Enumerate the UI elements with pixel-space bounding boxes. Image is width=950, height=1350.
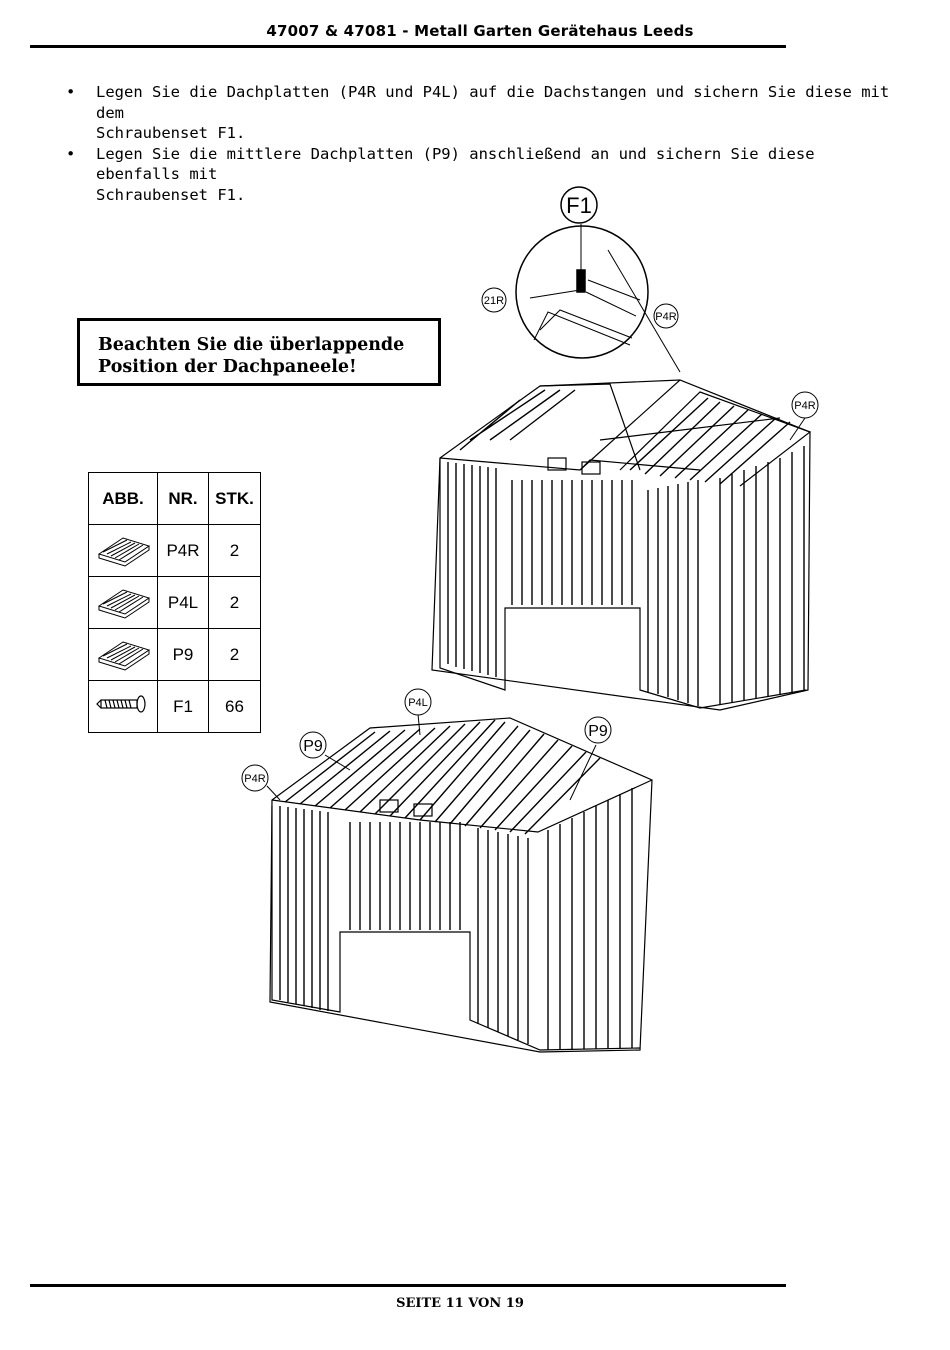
footer-rule — [30, 1284, 786, 1287]
callout-shed2-left-upper: P9 — [299, 731, 351, 771]
callout-detail: F1 — [560, 186, 598, 224]
callout-shed2-left: P4R — [241, 764, 281, 801]
callout-label: 21R — [484, 295, 504, 307]
detail-view — [515, 224, 681, 373]
instruction-line: Schraubenset F1. — [96, 185, 246, 204]
instruction-line: Legen Sie die Dachplatten (P4R und P4L) … — [96, 83, 890, 122]
callout-label: P9 — [588, 723, 608, 740]
callout-label: P4R — [244, 773, 265, 785]
shed-complete-roof — [269, 717, 653, 1053]
callout-shed2-top: P4L — [404, 688, 432, 736]
bullet-icon: • — [66, 144, 76, 163]
roof-panel-icon — [88, 524, 158, 577]
callout-label: F1 — [566, 193, 592, 218]
part-quantity: 2 — [208, 576, 261, 629]
callout-shed1-right: P4R — [789, 391, 819, 441]
column-header: NR. — [157, 472, 209, 525]
overlap-note-box: Beachten Sie die überlappende Position d… — [77, 318, 441, 386]
column-header: ABB. — [88, 472, 158, 525]
part-number: P9 — [157, 628, 209, 681]
table-row: F1 66 — [88, 680, 261, 733]
instruction-list: • Legen Sie die Dachplatten (P4R und P4L… — [60, 82, 890, 205]
table-row: P9 2 — [88, 628, 261, 681]
part-number: P4L — [157, 576, 209, 629]
bullet-icon: • — [66, 83, 76, 101]
callout-label: P4R — [794, 400, 815, 412]
roof-panel-icon — [88, 576, 158, 629]
parts-table: ABB. NR. STK. P4R 2 — [88, 472, 261, 733]
callout-label: P4L — [408, 697, 428, 709]
part-quantity: 2 — [208, 524, 261, 577]
callout-shed2-right: P9 — [569, 716, 612, 801]
part-number: F1 — [157, 680, 209, 733]
note-line: Beachten Sie die überlappende — [98, 335, 405, 355]
callout-label: P4R — [655, 311, 676, 323]
part-quantity: 66 — [208, 680, 261, 733]
parts-table-header: ABB. NR. STK. — [88, 472, 261, 525]
callout-label: P9 — [303, 738, 323, 755]
note-line: Position der Dachpaneele! — [98, 357, 357, 377]
header-title: 47007 & 47081 - Metall Garten Gerätehaus… — [266, 22, 694, 40]
page-number: SEITE 11 VON 19 — [396, 1296, 524, 1311]
instruction-line: Legen Sie die mittlere Dachplatten (P9) … — [96, 144, 815, 184]
roof-panel-icon — [88, 628, 158, 681]
instruction-item: • Legen Sie die mittlere Dachplatten (P9… — [60, 144, 890, 206]
callout-detail-right: P4R — [653, 303, 679, 329]
shed-partial-roof — [431, 379, 812, 711]
callout-detail-left: 21R — [481, 287, 507, 313]
table-row: P4L 2 — [88, 576, 261, 629]
part-number: P4R — [157, 524, 209, 577]
instruction-item: • Legen Sie die Dachplatten (P4R und P4L… — [60, 82, 890, 144]
instruction-line: Schraubenset F1. — [96, 124, 246, 142]
table-row: P4R 2 — [88, 524, 261, 577]
header-rule — [30, 45, 786, 48]
